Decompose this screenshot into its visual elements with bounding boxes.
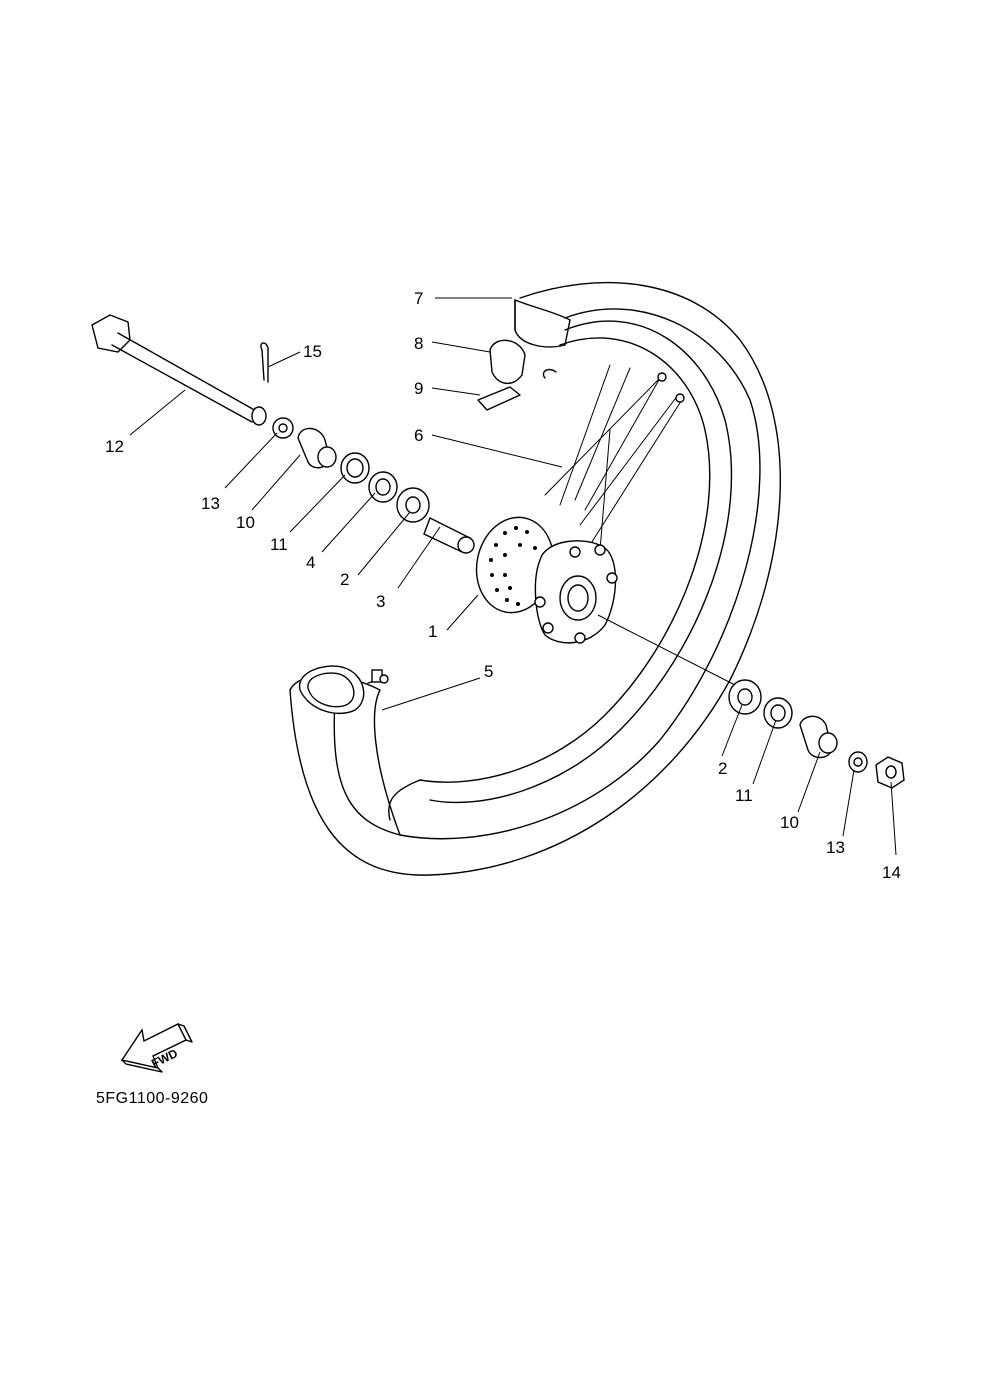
callout-5: 5 bbox=[484, 662, 493, 681]
callout-6: 6 bbox=[414, 426, 423, 445]
callout-4: 4 bbox=[306, 553, 315, 572]
callout-15: 15 bbox=[303, 342, 322, 361]
callout-11-right: 11 bbox=[735, 786, 753, 805]
callout-10-right: 10 bbox=[780, 813, 799, 832]
drawing-code: 5FG1100-9260 bbox=[96, 1090, 209, 1107]
callout-10-left: 10 bbox=[236, 513, 255, 532]
leader-lines bbox=[129, 297, 897, 856]
callout-3: 3 bbox=[376, 592, 385, 611]
cotter-pin bbox=[260, 342, 269, 383]
callout-13-right: 13 bbox=[826, 838, 845, 857]
fwd-arrow-icon: FWD bbox=[120, 1023, 193, 1073]
callout-11-left: 11 bbox=[270, 535, 288, 554]
callout-7: 7 bbox=[414, 289, 423, 308]
right-side-parts bbox=[728, 679, 905, 789]
callout-14: 14 bbox=[882, 863, 901, 882]
callout-1: 1 bbox=[428, 622, 437, 641]
tire bbox=[289, 281, 781, 876]
spokes bbox=[544, 364, 685, 551]
rim bbox=[388, 320, 733, 821]
tube-cut-end bbox=[299, 665, 389, 714]
disc-holes bbox=[489, 526, 537, 606]
callout-12: 12 bbox=[105, 437, 124, 456]
hub-with-disc bbox=[475, 516, 618, 644]
callout-2-right: 2 bbox=[718, 759, 727, 778]
callout-2-left: 2 bbox=[340, 570, 349, 589]
callout-13-left: 13 bbox=[201, 494, 220, 513]
rim-band bbox=[477, 299, 571, 411]
callout-9: 9 bbox=[414, 379, 423, 398]
callout-8: 8 bbox=[414, 334, 423, 353]
axle bbox=[91, 314, 267, 426]
left-side-parts bbox=[272, 417, 475, 554]
callouts: 7 8 9 6 15 12 13 10 11 4 2 3 1 5 2 11 10… bbox=[105, 289, 901, 882]
